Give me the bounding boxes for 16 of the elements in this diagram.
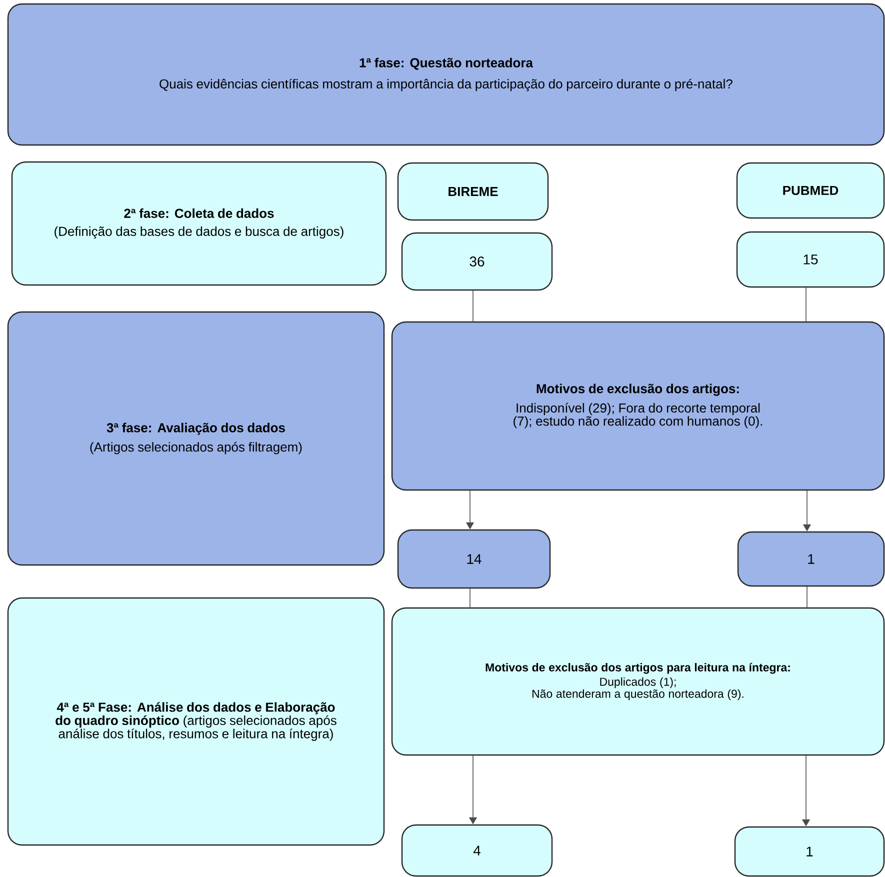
exclusion-box: Motivos de exclusão dos artigos: Indisponível (29); Fora do recorte temporal (7); estudo não realizado com humanos (0). xyxy=(391,321,885,491)
phase-box: 2ª fase: Coleta de dados (Definição das bases de dados e busca de artigos) xyxy=(11,161,387,286)
count-box: 1 xyxy=(734,826,885,877)
count-box: 36 xyxy=(401,232,553,291)
phase-box: 1ª fase: Questão norteadora Quais evidências científicas mostram a importância da participação do parceiro durante o pré-natal? xyxy=(7,3,885,146)
connector-line xyxy=(806,586,808,608)
exclusion-box: Motivos de exclusão dos artigos para leitura na íntegra: Duplicados (1); Não atenderam a questão norteadora (9). xyxy=(391,607,885,756)
database-box: PUBMED xyxy=(736,162,885,219)
count-box: 15 xyxy=(736,231,885,288)
database-box: BIREME xyxy=(397,162,549,221)
count-box: 4 xyxy=(401,824,553,877)
phase-box: 4ª e 5ª Fase: Análise dos dados e Elaboração do quadro sinóptico (artigos selecionados após análise dos títulos, resumos e leitura na íntegra) xyxy=(7,597,385,846)
count-box: 1 xyxy=(737,531,885,587)
phase-box: 3ª fase: Avaliação dos dados (Artigos selecionados após filtragem) xyxy=(7,311,385,566)
connector-line xyxy=(472,290,474,322)
count-box: 14 xyxy=(397,529,551,589)
